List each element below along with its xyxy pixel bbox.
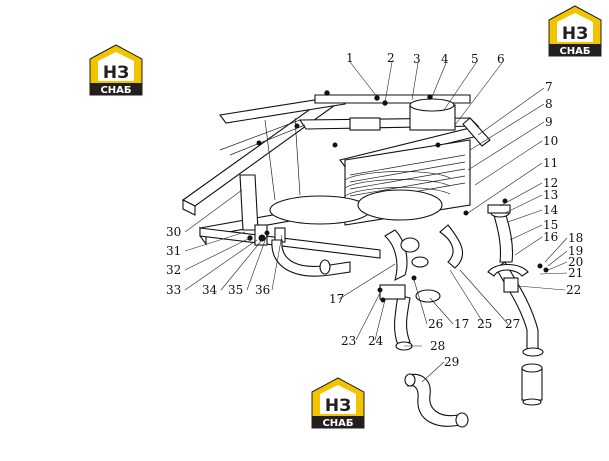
- callout-27: 27: [505, 317, 520, 331]
- radiator-core: [269, 139, 471, 226]
- callout-labels: 1 2 3 4 5 6 7 8 9 10 11 12 13 14 15 16 1…: [166, 51, 583, 369]
- callout-8: 8: [545, 97, 553, 111]
- logo-right: НЗ СНАБ: [548, 5, 602, 57]
- callout-20: 20: [568, 255, 583, 269]
- center-hose: [384, 229, 429, 282]
- callout-23: 23: [341, 334, 356, 348]
- callout-35: 35: [228, 283, 243, 297]
- callout-3: 3: [413, 52, 421, 66]
- callout-24: 24: [368, 334, 384, 348]
- logo-bottom-word: СНАБ: [322, 418, 353, 429]
- bracket-21: [487, 263, 529, 293]
- expansion-tank: [349, 98, 456, 131]
- logo-left-word: СНАБ: [100, 85, 131, 96]
- callout-26: 26: [428, 317, 443, 331]
- pipe-26-28: [379, 284, 441, 351]
- callout-36: 36: [255, 283, 270, 297]
- right-long-pipe: [495, 261, 544, 406]
- logo-left: НЗ СНАБ: [89, 44, 143, 96]
- logo-left-mark: НЗ: [103, 63, 129, 83]
- callout-18: 18: [568, 231, 583, 245]
- callout-15: 15: [543, 218, 558, 232]
- callout-34: 34: [202, 283, 218, 297]
- callout-9: 9: [545, 115, 553, 129]
- callout-33: 33: [166, 283, 181, 297]
- callout-31: 31: [166, 244, 181, 258]
- callout-29: 29: [444, 355, 459, 369]
- logo-right-mark: НЗ: [562, 24, 588, 44]
- elbow-29: [404, 373, 469, 428]
- callout-7: 7: [545, 80, 553, 94]
- callout-1: 1: [346, 51, 354, 65]
- callout-14: 14: [543, 203, 559, 217]
- logo-bottom-mark: НЗ: [325, 396, 351, 416]
- callout-17-b: 17: [454, 317, 469, 331]
- upper-right-hose: [439, 224, 464, 269]
- callout-19: 19: [568, 244, 583, 258]
- logo-bottom: НЗ СНАБ: [311, 377, 365, 429]
- callout-6: 6: [497, 52, 505, 66]
- leader-lines: [184, 61, 568, 383]
- logo-right-word: СНАБ: [559, 46, 590, 57]
- callout-30: 30: [166, 225, 181, 239]
- callout-22: 22: [566, 283, 581, 297]
- callout-12: 12: [543, 176, 558, 190]
- callout-32: 32: [166, 263, 181, 277]
- callout-4: 4: [441, 52, 449, 66]
- callout-17-a: 17: [329, 292, 344, 306]
- callout-2: 2: [387, 51, 395, 65]
- callout-16: 16: [543, 230, 558, 244]
- callout-21: 21: [568, 266, 583, 280]
- callout-13: 13: [543, 188, 558, 202]
- fasteners: [247, 90, 549, 303]
- callout-11: 11: [543, 156, 558, 170]
- callout-25: 25: [477, 317, 492, 331]
- lower-hose-left: [271, 239, 351, 277]
- callout-10: 10: [543, 134, 558, 148]
- callout-5: 5: [471, 52, 479, 66]
- assembly-drawing: 1 2 3 4 5 6 7 8 9 10 11 12 13 14 15 16 1…: [166, 51, 583, 428]
- callout-28: 28: [430, 339, 445, 353]
- pipe-14-16: [487, 204, 514, 263]
